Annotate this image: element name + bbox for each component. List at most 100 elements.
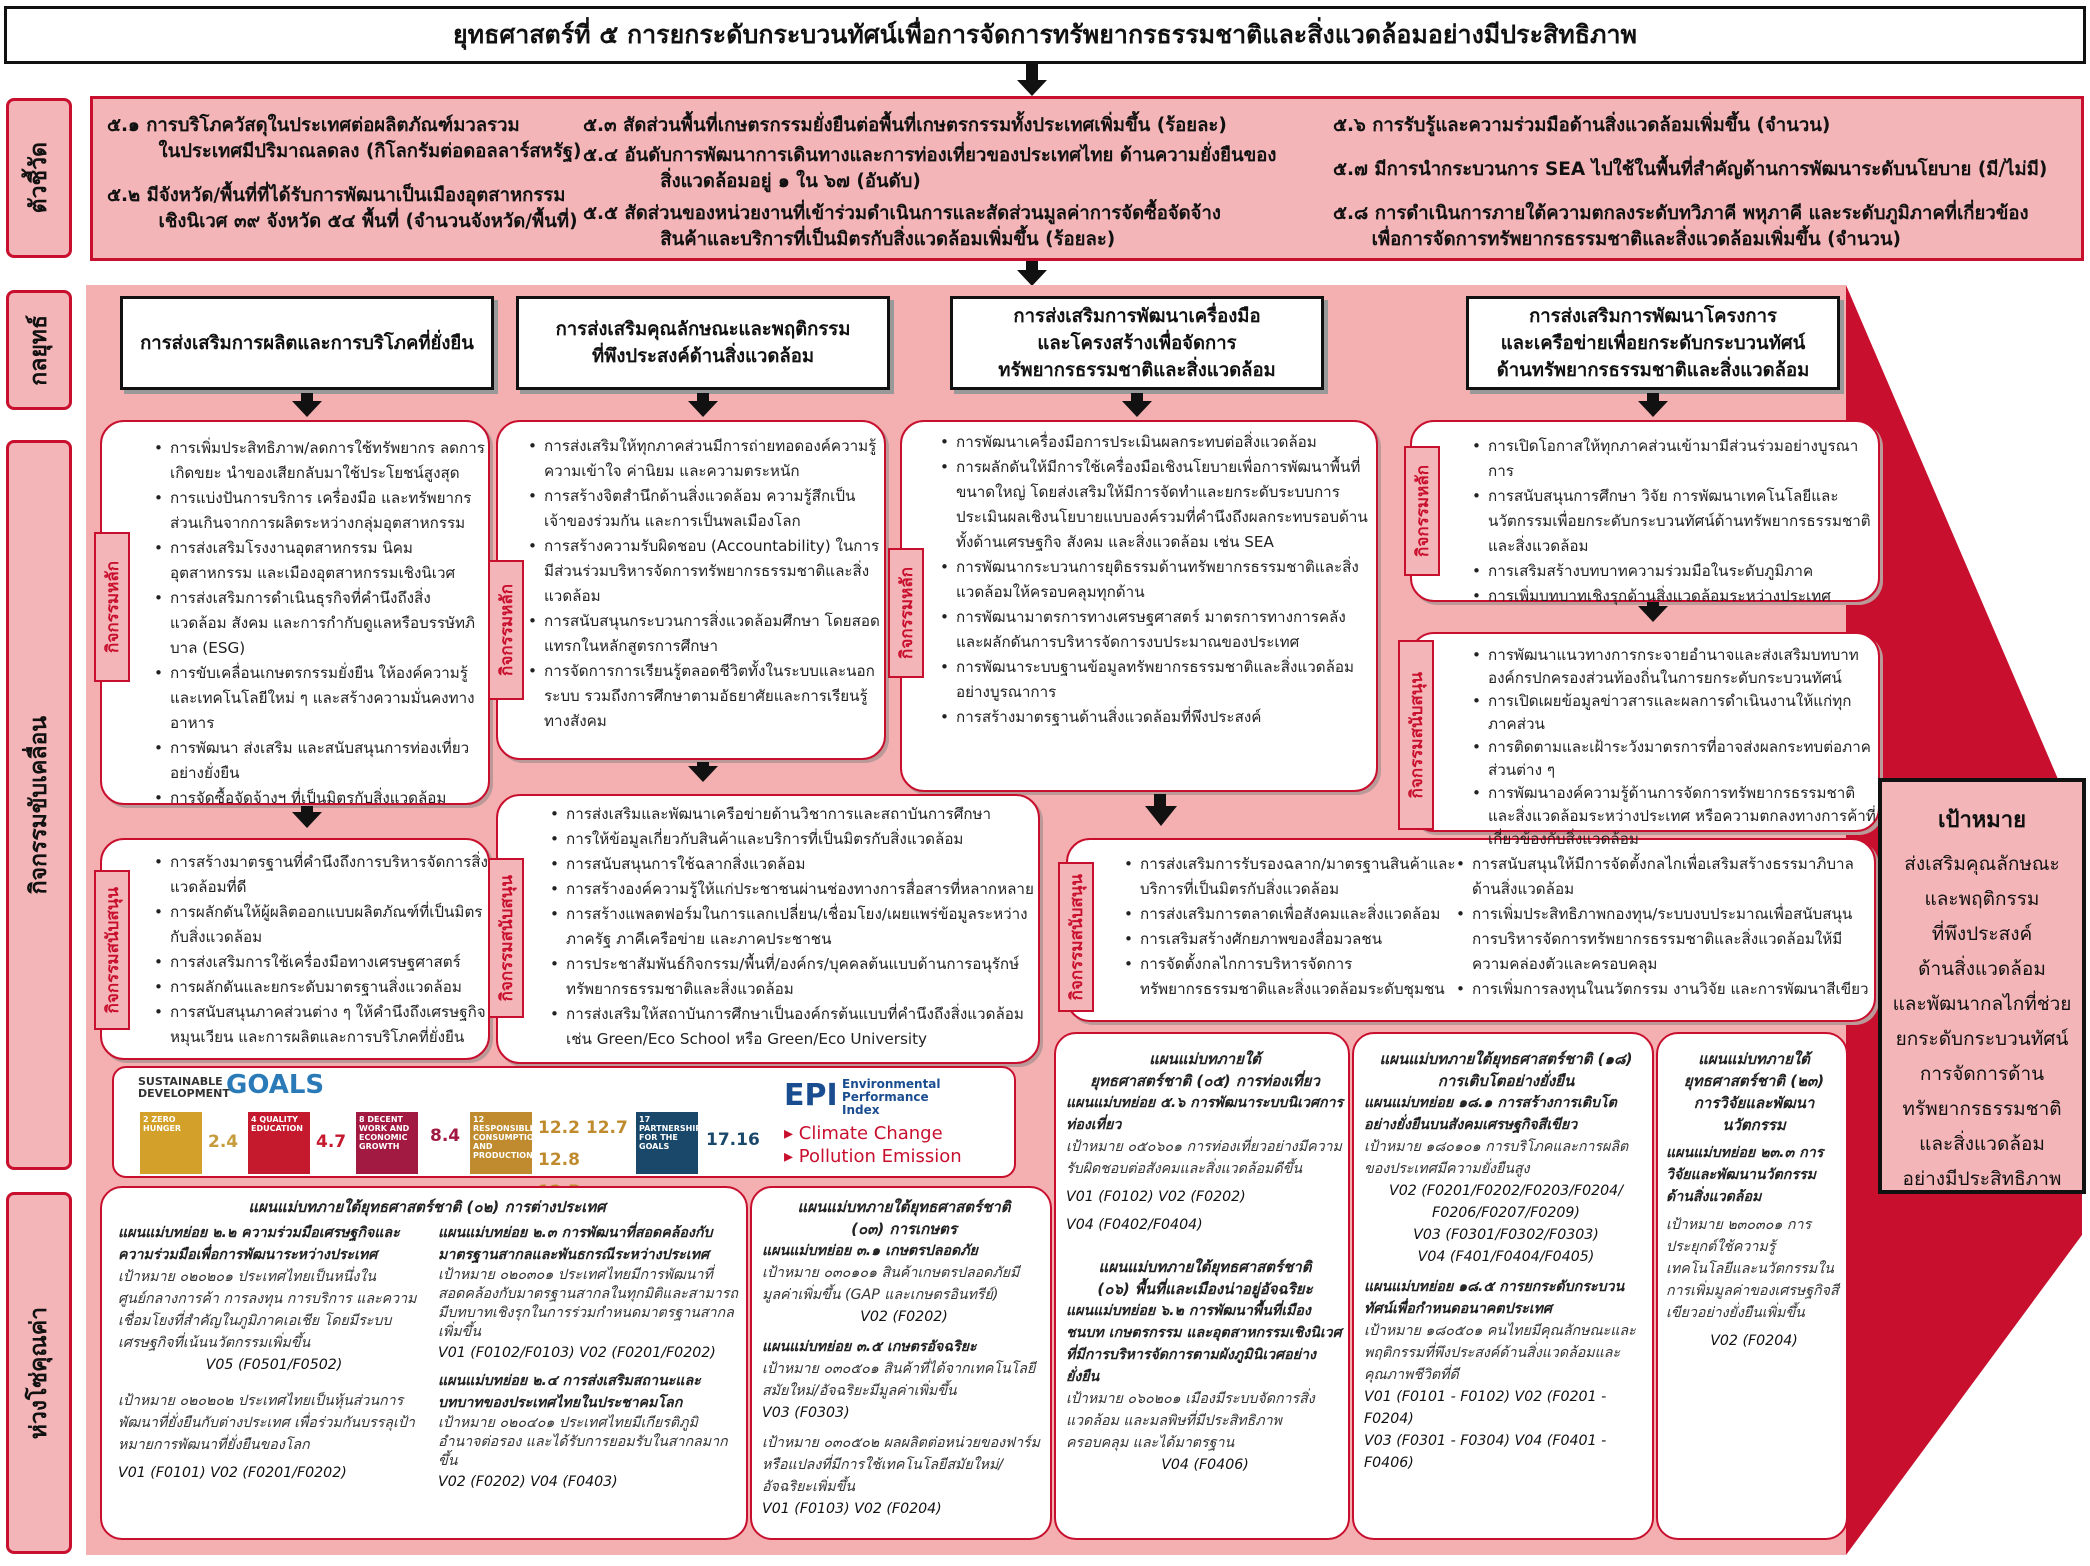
- plan-18-green-growth: แผนแม่บทภายใต้ยุทธศาสตร์ชาติ (๑๘) การเติ…: [1352, 1032, 1654, 1540]
- list-item: การผลักดันให้มีการใช้เครื่องมือเชิงนโยบา…: [940, 455, 1376, 555]
- plan-value-chain: V05 (F0501/F0502): [205, 1357, 343, 1373]
- plan-value-chain: V01 (F0103) V02 (F0204): [762, 1501, 942, 1517]
- indicator-text: ๕.๘ การดำเนินการภายใต้ความตกลงระดับทวิภา…: [1333, 203, 2029, 224]
- goal-line: ส่งเสริมคุณลักษณะ: [1904, 853, 2060, 875]
- goal-line: การจัดการด้าน: [1919, 1063, 2045, 1085]
- plan-target: เป้าหมาย ๐๕๐๖๐๑ การท่องเที่ยวอย่างมีความ…: [1066, 1139, 1342, 1177]
- strategy-3: การส่งเสริมการพัฒนาเครื่องมือและโครงสร้า…: [950, 296, 1324, 390]
- indicator-5-7: ๕.๗ มีการนำกระบวนการ SEA ไปใช้ในพื้นที่ส…: [1333, 157, 2047, 183]
- list-item: การประชาสัมพันธ์กิจกรรม/พื้นที่/องค์กร/บ…: [550, 952, 1038, 1002]
- plan-value-chain: V02 (F0204): [1710, 1333, 1798, 1349]
- support-activity-card-3: การส่งเสริมการรับรองฉลาก/มาตรฐานสินค้าแล…: [1066, 838, 1876, 1022]
- indicator-5-1: ๕.๑ การบริโภควัสดุในประเทศต่อผลิตภัณฑ์มว…: [107, 113, 581, 165]
- strategy-2-line: ที่พึงประสงค์ด้านสิ่งแวดล้อม: [591, 346, 815, 367]
- plan-heading: (๐๓) การเกษตร: [851, 1220, 957, 1238]
- plan-target: เป้าหมาย ๐๒๐๓๐๑ ประเทศไทยมีการพัฒนาที่สอ…: [438, 1267, 738, 1340]
- list-item: การเพิ่มบทบาทเชิงรุกด้านสิ่งแวดล้อมระหว่…: [1472, 584, 1878, 609]
- list-item: การส่งเสริมการตลาดเพื่อสังคมและสิ่งแวดล้…: [1124, 902, 1474, 927]
- list-item: การสร้างจิตสำนึกด้านสิ่งแวดล้อม ความรู้ส…: [528, 484, 884, 534]
- plan-sub: แผนแม่บทย่อย ๒.๔ การส่งเสริมสถานะและบทบา…: [438, 1373, 701, 1411]
- tag-text: กิจกรรมสนับสนุน: [496, 874, 517, 1002]
- plan-value-chain: V04 (F0402/F0404): [1066, 1217, 1203, 1233]
- activities-label-text: กิจกรรมขับเคลื่อน: [26, 715, 52, 895]
- support-activity-card-2: การส่งเสริมและพัฒนาเครือข่ายด้านวิชาการแ…: [496, 794, 1040, 1064]
- down-arrow-icon: [292, 812, 322, 828]
- plan-target: เป้าหมาย ๐๓๐๕๐๑ สินค้าที่ได้จากเทคโนโลยี…: [762, 1361, 1036, 1399]
- list-item: การสร้างความรับผิดชอบ (Accountability) ใ…: [528, 534, 884, 609]
- indicator-text: ในประเทศมีปริมาณลดลง (กิโลกรัมต่อดอลลาร์…: [158, 141, 582, 162]
- value-chain-label-text: ห่วงโซ่คุณค่า: [26, 1306, 52, 1440]
- strategy-3-line: และโครงสร้างเพื่อจัดการ: [1037, 332, 1237, 354]
- main-activity-card-3: การพัฒนาเครื่องมือการประเมินผลกระทบต่อสิ…: [900, 420, 1378, 792]
- list-item: การจัดตั้งกลไกการบริหารจัดการทรัพยากรธรร…: [1124, 952, 1474, 1002]
- strategy-3-line: ทรัพยากรธรรมชาติและสิ่งแวดล้อม: [998, 359, 1276, 381]
- list-item: การสร้างมาตรฐานด้านสิ่งแวดล้อมที่พึงประส…: [940, 705, 1376, 730]
- down-arrow-icon: [292, 401, 322, 417]
- plan-value-chain: V04 (F401/F0404/F0405): [1417, 1249, 1595, 1265]
- plan-heading: (๐๖) พื้นที่และเมืองน่าอยู่อัจฉริยะ: [1097, 1280, 1313, 1298]
- list-item: การพัฒนาแนวทางการกระจายอำนาจและส่งเสริมบ…: [1472, 644, 1878, 690]
- list-item: การผลักดันให้ผู้ผลิตออกแบบผลิตภัณฑ์ที่เป…: [154, 900, 488, 950]
- plan-heading: แผนแม่บทภายใต้ยุทธศาสตร์ชาติ (๐๒) การต่า…: [248, 1198, 606, 1216]
- sdg-2-icon: 2 ZERO HUNGER: [140, 1112, 202, 1174]
- tag-text: กิจกรรมสนับสนุน: [102, 886, 123, 1014]
- strategy-2-line: การส่งเสริมคุณลักษณะและพฤติกรรม: [555, 319, 851, 340]
- list-item: การจัดการการเรียนรู้ตลอดชีวิตทั้งในระบบแ…: [528, 659, 884, 734]
- indicator-text: เพื่อการจัดการทรัพยากรธรรมชาติและสิ่งแวด…: [1371, 229, 1901, 250]
- support-activity-card-4: การพัฒนาแนวทางการกระจายอำนาจและส่งเสริมบ…: [1410, 632, 1880, 848]
- indicator-text: ๕.๓ สัดส่วนพื้นที่เกษตรกรรมยั่งยืนต่อพื้…: [583, 115, 1227, 136]
- sdg-logo-text: SUSTAINABLE: [138, 1075, 223, 1088]
- plan-sub: แผนแม่บทย่อย ๖.๒ การพัฒนาพื้นที่เมือง ชน…: [1066, 1303, 1342, 1385]
- main-activity-tag: กิจกรรมหลัก: [94, 532, 130, 682]
- list-item: การขับเคลื่อนเกษตรกรรมยั่งยืน ให้องค์ควา…: [154, 661, 486, 736]
- plan-target: เป้าหมาย ๐๓๐๕๐๒ ผลผลิตต่อหน่วยของฟาร์มหร…: [762, 1435, 1041, 1495]
- sdg-tile-text: QUALITY EDUCATION: [251, 1115, 303, 1133]
- list-item: การสร้างแพลตฟอร์มในการแลกเปลี่ยน/เชื่อมโ…: [550, 902, 1038, 952]
- list-item: การส่งเสริมและพัฒนาเครือข่ายด้านวิชาการแ…: [550, 802, 1038, 827]
- indicator-text: ๕.๗ มีการนำกระบวนการ SEA ไปใช้ในพื้นที่ส…: [1333, 159, 2048, 180]
- plan-heading: ยุทธศาสตร์ชาติ (๐๕) การท่องเที่ยว: [1090, 1072, 1320, 1090]
- plan-target: เป้าหมาย ๐๒๐๔๐๑ ประเทศไทยมีเกียรติภูมิ อ…: [438, 1415, 728, 1469]
- goal-line: และพฤติกรรม: [1924, 888, 2040, 910]
- down-arrow-icon: [1638, 401, 1668, 417]
- support-activity-tag: กิจกรรมสนับสนุน: [488, 858, 524, 1018]
- plan-05-06: แผนแม่บทภายใต้ ยุทธศาสตร์ชาติ (๐๕) การท่…: [1054, 1032, 1350, 1540]
- goal-line: และพัฒนากลไกที่ช่วย: [1892, 993, 2072, 1015]
- indicator-text: ๕.๖ การรับรู้และความร่วมมือด้านสิ่งแวดล้…: [1333, 115, 1831, 136]
- indicator-5-5: ๕.๕ สัดส่วนของหน่วยงานที่เข้าร่วมดำเนินก…: [583, 201, 1221, 253]
- goal-body: ส่งเสริมคุณลักษณะ และพฤติกรรม ที่พึงประส…: [1882, 847, 2082, 1197]
- indicator-text: ๕.๔ อันดับการพัฒนาการเดินทางและการท่องเท…: [583, 145, 1277, 166]
- sdg-4-target: 4.7: [316, 1132, 347, 1152]
- strategy-label: กลยุทธ์: [6, 290, 72, 410]
- plan-value-chain: V02 (F0202): [860, 1309, 948, 1325]
- list-item: การเสริมสร้างศักยภาพของสื่อมวลชน: [1124, 927, 1474, 952]
- plan-target: เป้าหมาย ๐๒๐๒๐๒ ประเทศไทยเป็นหุ้นส่วนการ…: [118, 1393, 415, 1453]
- plan-value-chain: V01 (F0102) V02 (F0202): [1066, 1189, 1246, 1205]
- indicator-5-2: ๕.๒ มีจังหวัด/พื้นที่ที่ได้รับการพัฒนาเป…: [107, 183, 578, 235]
- goal-line: และสิ่งแวดล้อม: [1919, 1133, 2045, 1155]
- plan-03-agriculture: แผนแม่บทภายใต้ยุทธศาสตร์ชาติ (๐๓) การเกษ…: [750, 1186, 1052, 1540]
- plan-sub: แผนแม่บทย่อย ๒๓.๓ การวิจัยและพัฒนานวัตกร…: [1666, 1145, 1824, 1205]
- sdg-epi-bar: SUSTAINABLE DEVELOPMENT GOALS 2 ZERO HUN…: [112, 1066, 1016, 1202]
- support-activity-tag: กิจกรรมสนับสนุน: [1398, 640, 1434, 830]
- indicator-text: ๕.๑ การบริโภควัสดุในประเทศต่อผลิตภัณฑ์มว…: [107, 115, 520, 136]
- plan-value-chain: V01 (F0101 - F0102) V02 (F0201 - F0204): [1364, 1389, 1607, 1427]
- down-arrow-icon: [1122, 401, 1152, 417]
- list-item: การพัฒนาเครื่องมือการประเมินผลกระทบต่อสิ…: [940, 430, 1376, 455]
- indicator-text: สิ่งแวดล้อมอยู่ ๑ ใน ๖๗ (อันดับ): [660, 171, 921, 192]
- goal-line: ด้านสิ่งแวดล้อม: [1918, 958, 2046, 980]
- list-item: การสนับสนุนให้มีการจัดตั้งกลไกเพื่อเสริม…: [1456, 852, 1872, 902]
- main-activity-tag: กิจกรรมหลัก: [488, 560, 524, 700]
- plan-heading: แผนแม่บทภายใต้ยุทธศาสตร์ชาติ (๑๘): [1379, 1050, 1633, 1068]
- tag-text: กิจกรรมหลัก: [496, 584, 517, 676]
- down-arrow-icon: [1638, 606, 1668, 622]
- indicators-box: ๕.๑ การบริโภควัสดุในประเทศต่อผลิตภัณฑ์มว…: [90, 96, 2084, 261]
- sdg-tile-number: 12: [473, 1115, 485, 1124]
- strategy-2: การส่งเสริมคุณลักษณะและพฤติกรรมที่พึงประ…: [516, 296, 890, 390]
- sdg-goals-word: GOALS: [226, 1070, 325, 1100]
- list-item: การสนับสนุนภาคส่วนต่าง ๆ ให้คำนึงถึงเศรษ…: [154, 1000, 488, 1050]
- arrow-shaft: [1647, 393, 1659, 403]
- plan-sub: แผนแม่บทย่อย ๓.๕ เกษตรอัจฉริยะ: [762, 1339, 977, 1355]
- arrow-shaft: [697, 393, 709, 403]
